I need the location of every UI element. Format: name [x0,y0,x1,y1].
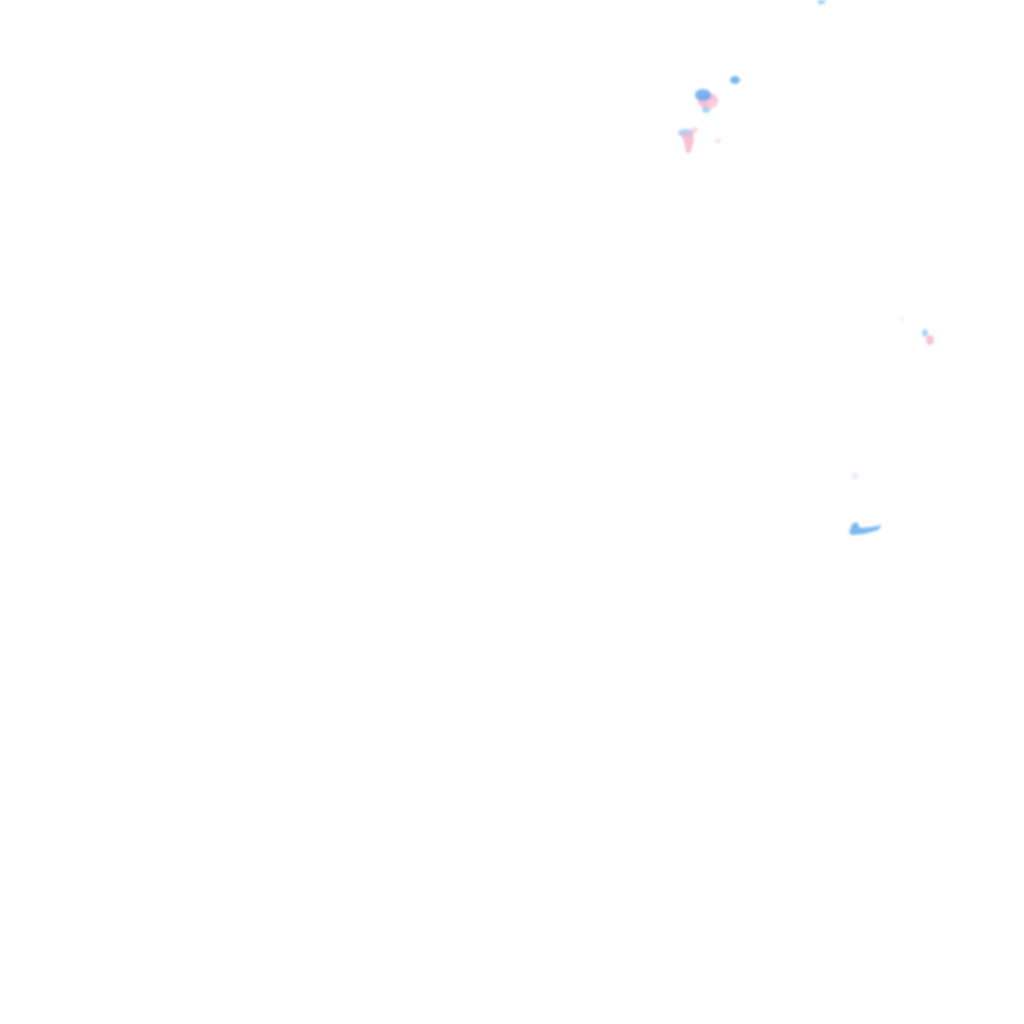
precip-cell-east [900,317,934,345]
precip-cell-southeast-streak [849,522,882,535]
precip-cell-north-b [695,89,718,113]
precip-blob [690,127,698,133]
precip-blob [817,0,826,5]
precip-blob [695,89,711,101]
precip-cell-north-a [730,76,740,84]
precip-blob [715,139,721,143]
precip-blob [926,335,934,345]
precip-cell-southeast-dot [853,474,857,478]
precip-blob [702,107,710,113]
precip-blob [853,474,857,478]
precip-blob [922,329,928,337]
precip-blob [707,100,717,108]
precip-blob [730,76,740,84]
precip-cell-top-edge [817,0,826,5]
precip-blob [849,522,882,535]
precip-cell-north-c [678,127,721,154]
precip-blob [681,132,694,154]
precip-blob [900,317,904,321]
